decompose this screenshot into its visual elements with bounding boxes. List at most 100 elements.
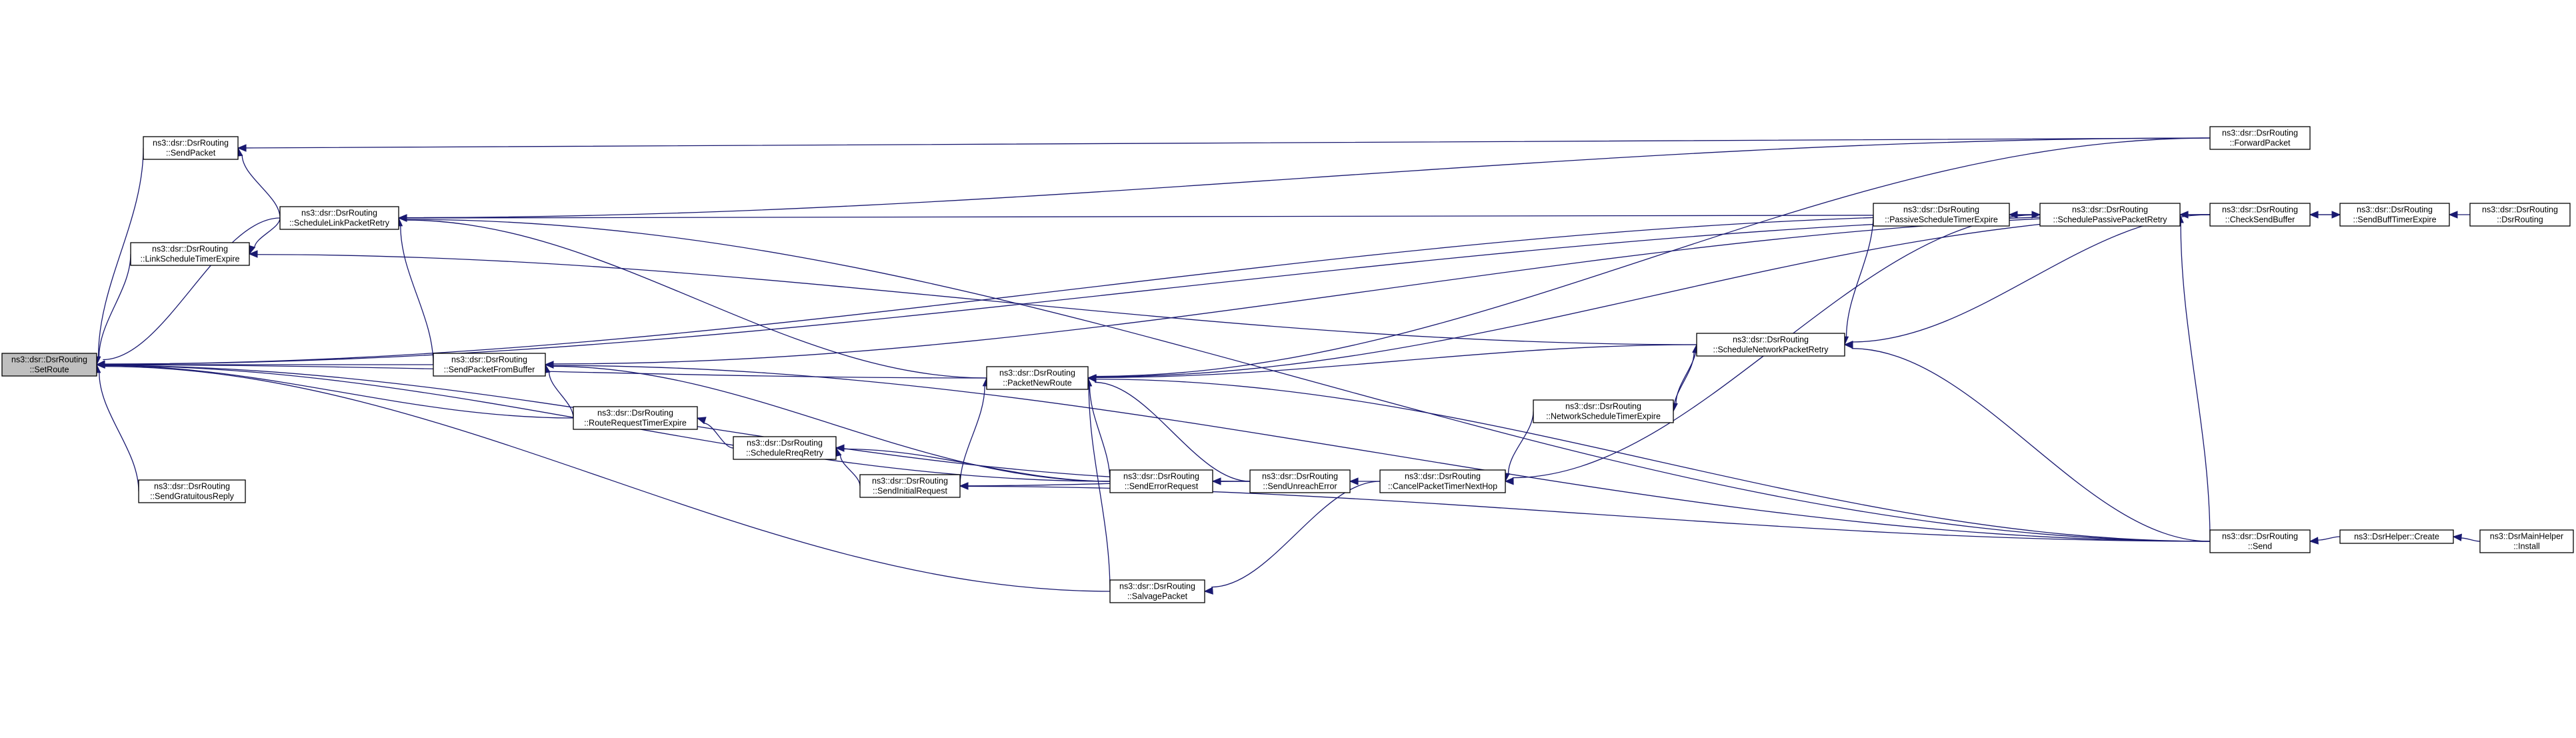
edge-checksendbuffer-to-schednetretry xyxy=(1843,214,2211,349)
node-check-send-buffer[interactable]: ns3::dsr::DsrRouting::CheckSendBuffer xyxy=(2209,203,2311,227)
node-method-label: ::ForwardPacket xyxy=(2229,139,2291,148)
node-namespace-label: ns3::dsr::DsrRouting xyxy=(2222,532,2298,541)
node-network-schedule-timer-expire[interactable]: ns3::dsr::DsrRouting::NetworkScheduleTim… xyxy=(1533,399,1674,423)
node-namespace-label: ns3::dsr::DsrRouting xyxy=(152,245,228,254)
node-box xyxy=(2479,529,2574,553)
edge-line xyxy=(2180,222,2211,542)
node-box xyxy=(2339,529,2454,544)
edge-sendinitialreq-to-schedrreqretry xyxy=(834,447,861,487)
node-schedule-passive-packet-retry[interactable]: ns3::dsr::DsrRouting::SchedulePassivePac… xyxy=(2039,203,2181,227)
node-box xyxy=(573,406,698,430)
node-schedule-network-packet-retry[interactable]: ns3::dsr::DsrRouting::ScheduleNetworkPac… xyxy=(1696,333,1845,357)
node-namespace-label: ns3::dsr::DsrRouting xyxy=(999,369,1075,378)
node-box xyxy=(1873,203,2010,227)
edge-senderrorreq-to-schedrreqretry xyxy=(835,444,1111,482)
node-dsr-main-helper-install[interactable]: ns3::DsrMainHelper::Install xyxy=(2479,529,2574,553)
node-namespace-label: ns3::dsr::DsrRouting xyxy=(1903,205,1979,215)
edge-line xyxy=(967,485,2211,542)
edge-line xyxy=(104,365,574,419)
node-link-schedule-timer-expire[interactable]: ns3::dsr::DsrRouting::LinkScheduleTimerE… xyxy=(130,242,250,266)
node-method-label: ::SetRoute xyxy=(29,365,69,375)
node-send-initial-request[interactable]: ns3::dsr::DsrRouting::SendInitialRequest xyxy=(859,474,961,498)
node-box xyxy=(1533,399,1674,423)
edge-dsrrouting-to-sendbufftimer xyxy=(2448,211,2470,219)
node-schedule-rreq-retry[interactable]: ns3::dsr::DsrRouting::ScheduleRreqRetry xyxy=(733,436,837,460)
node-schedule-link-packet-retry[interactable]: ns3::dsr::DsrRouting::ScheduleLinkPacket… xyxy=(279,206,399,230)
edge-checksendbuffer-to-sendfrombuffer xyxy=(544,214,2211,369)
edge-line xyxy=(1852,214,2211,343)
node-method-label: ::CheckSendBuffer xyxy=(2225,215,2295,225)
node-box xyxy=(1109,579,1205,603)
edge-line xyxy=(1211,481,1381,588)
node-send[interactable]: ns3::dsr::DsrRouting::Send xyxy=(2209,529,2311,553)
node-send-gratuitous-reply[interactable]: ns3::dsr::DsrRouting::SendGratuitousRepl… xyxy=(138,479,246,503)
edge-passivetimer-to-schednetretry xyxy=(1841,214,1874,346)
edge-checksendbuffer-to-setroute xyxy=(95,214,2211,369)
node-send-buff-timer-expire[interactable]: ns3::dsr::DsrRouting::SendBuffTimerExpir… xyxy=(2339,203,2450,227)
node-method-label: ::PassiveScheduleTimerExpire xyxy=(1885,215,1998,225)
edge-line xyxy=(97,147,144,357)
node-namespace-label: ns3::dsr::DsrRouting xyxy=(11,355,87,365)
node-passive-schedule-timer-expire[interactable]: ns3::dsr::DsrRouting::PassiveScheduleTim… xyxy=(1873,203,2010,227)
node-send-error-request[interactable]: ns3::dsr::DsrRouting::SendErrorRequest xyxy=(1109,469,1213,493)
edge-line xyxy=(245,137,2211,149)
node-route-request-timer-expire[interactable]: ns3::dsr::DsrRouting::RouteRequestTimerE… xyxy=(573,406,698,430)
node-dsr-routing-ctor[interactable]: ns3::dsr::DsrRouting::DsrRouting xyxy=(2469,203,2571,227)
edge-line xyxy=(1088,385,1111,592)
node-method-label: ::SendGratuitousReply xyxy=(150,492,235,501)
edge-line xyxy=(1095,381,1251,482)
edge-line xyxy=(104,365,1111,592)
arrow-head-icon xyxy=(1203,587,1213,595)
node-forward-packet[interactable]: ns3::dsr::DsrRouting::ForwardPacket xyxy=(2209,126,2311,150)
node-send-unreach-error[interactable]: ns3::dsr::DsrRouting::SendUnreachError xyxy=(1249,469,1351,493)
edge-line xyxy=(406,137,2211,219)
edge-line xyxy=(241,155,281,219)
edge-checksendbuffer-to-schedpassiveretry xyxy=(2179,211,2210,219)
arrow-head-icon xyxy=(248,250,258,258)
node-namespace-label: ns3::dsr::DsrRouting xyxy=(747,439,823,448)
edge-forwardpacket-to-sendpacket xyxy=(237,137,2211,152)
node-box xyxy=(2209,126,2311,150)
node-salvage-packet[interactable]: ns3::dsr::DsrRouting::SalvagePacket xyxy=(1109,579,1205,603)
arrow-head-icon xyxy=(237,144,247,152)
node-namespace-label: ns3::dsr::DsrRouting xyxy=(154,482,230,491)
edge-sendgratuitous-to-setroute xyxy=(93,363,139,492)
edge-line xyxy=(400,225,434,365)
node-box xyxy=(733,436,837,460)
edge-schedlinkretry-to-sendpacket xyxy=(235,147,281,219)
node-box xyxy=(138,479,246,503)
edge-routereqtimer-to-sendfrombuffer xyxy=(543,363,574,419)
arrow-head-icon xyxy=(1504,477,1514,485)
edge-line xyxy=(1845,214,1874,337)
edge-line xyxy=(406,219,987,379)
node-box xyxy=(433,353,546,377)
node-namespace-label: ns3::dsr::DsrRouting xyxy=(153,139,229,148)
edge-line xyxy=(2317,536,2341,541)
arrow-head-icon xyxy=(2331,211,2341,219)
node-method-label: ::NetworkScheduleTimerExpire xyxy=(1546,412,1661,421)
node-namespace-label: ns3::dsr::DsrRouting xyxy=(1123,472,1199,481)
edge-line xyxy=(553,365,1111,482)
edge-line xyxy=(104,214,2041,365)
node-dsr-helper-create[interactable]: ns3::DsrHelper::Create xyxy=(2339,529,2454,544)
node-method-label: ::ScheduleRreqRetry xyxy=(746,449,824,458)
node-cancel-packet-timer-next-hop[interactable]: ns3::dsr::DsrRouting::CancelPacketTimerN… xyxy=(1379,469,1506,493)
arrow-head-icon xyxy=(2452,533,2462,541)
node-box xyxy=(1109,469,1213,493)
edge-line xyxy=(548,371,574,419)
node-method-label: ::SalvagePacket xyxy=(1127,592,1188,601)
edge-line xyxy=(1507,411,1534,474)
arrow-head-icon xyxy=(1211,477,1221,485)
node-send-packet-from-buffer[interactable]: ns3::dsr::DsrRouting::SendPacketFromBuff… xyxy=(433,353,546,377)
node-packet-new-route[interactable]: ns3::dsr::DsrRouting::PacketNewRoute xyxy=(986,366,1089,390)
node-box xyxy=(986,366,1089,390)
node-namespace-label: ns3::dsr::DsrRouting xyxy=(597,409,673,418)
node-send-packet[interactable]: ns3::dsr::DsrRouting::SendPacket xyxy=(143,136,239,160)
node-method-label: ::CancelPacketTimerNextHop xyxy=(1388,482,1497,491)
node-namespace-label: ns3::dsr::DsrRouting xyxy=(1262,472,1338,481)
edge-line xyxy=(257,254,1697,345)
node-box xyxy=(279,206,399,230)
node-set-route[interactable]: ns3::dsr::DsrRouting::SetRoute xyxy=(1,353,97,377)
edge-line xyxy=(98,253,131,357)
arrow-head-icon xyxy=(696,417,707,425)
